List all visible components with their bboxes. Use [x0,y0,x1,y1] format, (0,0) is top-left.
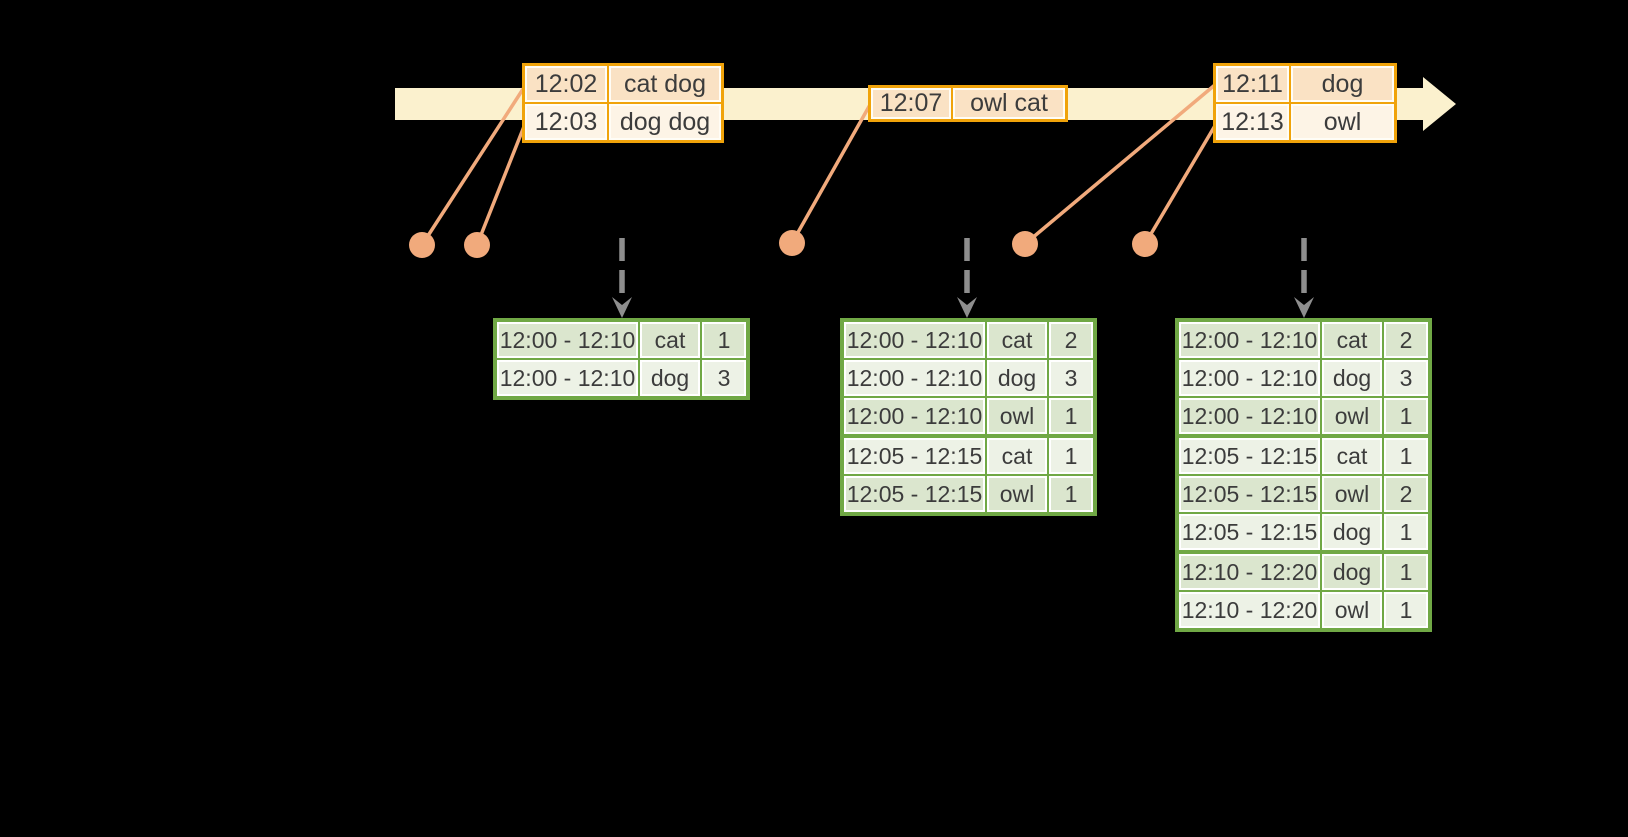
count-cell: 1 [1049,438,1093,474]
time-cell: 12:11 [1216,66,1289,102]
time-cell: 12:05 - 12:15 [1179,438,1320,474]
trigger-arrowhead-icon-1 [612,297,632,318]
word-cell: dog [1322,514,1382,550]
event-dots [409,230,1158,258]
event-connector-lines [420,82,1218,246]
word-cell: cat dog [609,66,721,102]
trigger-arrowhead-icon-3 [1294,297,1314,318]
count-cell: 1 [1384,554,1428,590]
connector-line-1202 [420,85,527,246]
event-dot-3 [779,230,805,256]
trigger-arrowheads [612,297,1314,318]
event-dot-5 [1132,231,1158,257]
word-cell: owl [987,398,1047,434]
word-cell: cat [1322,438,1382,474]
connector-line-1203 [475,123,527,246]
time-cell: 12:00 - 12:10 [497,322,638,358]
count-cell: 3 [1384,360,1428,396]
word-cell: owl [1322,398,1382,434]
count-cell: 1 [1049,398,1093,434]
word-cell: dog [640,360,700,396]
word-cell: cat [987,322,1047,358]
time-cell: 12:02 [525,66,607,102]
word-cell: owl [987,476,1047,512]
time-cell: 12:05 - 12:15 [844,438,985,474]
word-cell: dog [1291,66,1394,102]
count-cell: 1 [1384,398,1428,434]
word-cell: owl [1322,592,1382,628]
trigger-arrows [619,238,1307,301]
time-cell: 12:05 - 12:15 [844,476,985,512]
connector-line-1207 [790,102,873,244]
count-cell: 2 [1384,476,1428,512]
time-cell: 12:00 - 12:10 [1179,360,1320,396]
time-cell: 12:05 - 12:15 [1179,514,1320,550]
count-cell: 2 [1049,322,1093,358]
time-cell: 12:00 - 12:10 [844,322,985,358]
word-cell: dog [987,360,1047,396]
time-cell: 12:00 - 12:10 [844,360,985,396]
word-cell: owl cat [953,88,1065,119]
word-cell: cat [1322,322,1382,358]
count-cell: 1 [1384,592,1428,628]
count-cell: 1 [1384,514,1428,550]
count-cell: 2 [1384,322,1428,358]
event-dot-1 [409,232,435,258]
time-cell: 12:03 [525,104,607,140]
count-cell: 1 [1384,438,1428,474]
trigger-arrowhead-icon-2 [957,297,977,318]
event-dot-4 [1012,231,1038,257]
count-cell: 1 [1049,476,1093,512]
time-cell: 12:07 [871,88,951,119]
word-cell: cat [987,438,1047,474]
time-cell: 12:10 - 12:20 [1179,554,1320,590]
time-cell: 12:00 - 12:10 [497,360,638,396]
word-cell: dog [1322,360,1382,396]
time-cell: 12:00 - 12:10 [844,398,985,434]
connector-line-1213 [1143,123,1218,245]
event-dot-2 [464,232,490,258]
word-cell: owl [1322,476,1382,512]
time-cell: 12:00 - 12:10 [1179,322,1320,358]
word-cell: cat [640,322,700,358]
connector-line-1211 [1023,82,1218,246]
word-cell: owl [1291,104,1394,140]
timeline-arrowhead-icon [1423,77,1456,131]
time-cell: 12:13 [1216,104,1289,140]
word-cell: dog dog [609,104,721,140]
count-cell: 1 [702,322,746,358]
word-cell: dog [1322,554,1382,590]
count-cell: 3 [1049,360,1093,396]
time-cell: 12:00 - 12:10 [1179,398,1320,434]
count-cell: 3 [702,360,746,396]
time-cell: 12:05 - 12:15 [1179,476,1320,512]
time-cell: 12:10 - 12:20 [1179,592,1320,628]
